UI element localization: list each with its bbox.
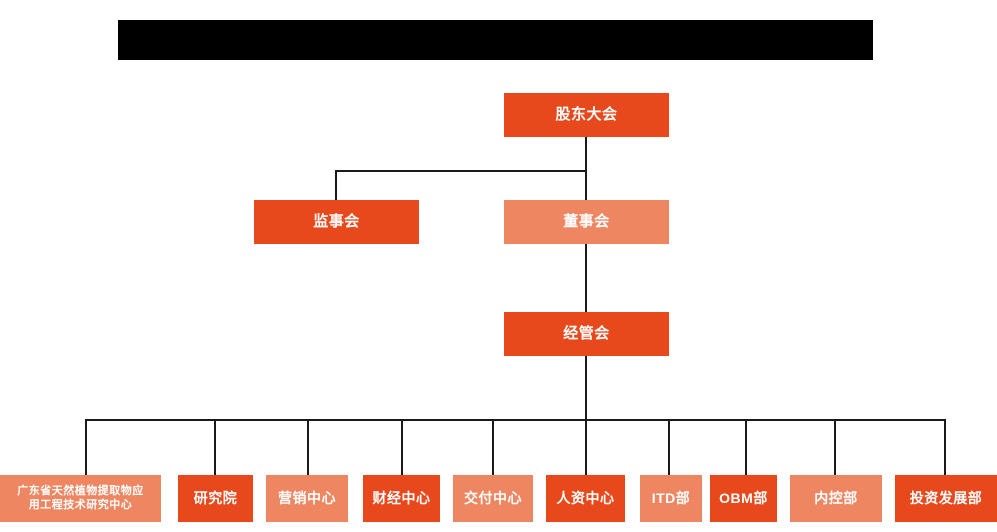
node-research-institute[interactable]: 研究院	[178, 475, 253, 522]
node-label-hr-center: 人资中心	[556, 489, 615, 506]
node-label-investment-development-dept: 投资发展部	[909, 489, 983, 506]
node-research-center[interactable]: 广东省天然植物提取物应 用工程技术研究中心	[0, 475, 161, 522]
connector-stub-itd-dept	[668, 419, 670, 475]
node-label-research-institute: 研究院	[193, 489, 238, 506]
node-marketing-center[interactable]: 营销中心	[266, 475, 348, 522]
node-investment-development-dept[interactable]: 投资发展部	[895, 475, 997, 522]
node-internal-control-dept[interactable]: 内控部	[790, 475, 882, 522]
node-obm-dept[interactable]: OBM部	[710, 475, 777, 522]
node-label-delivery-center: 交付中心	[464, 489, 522, 506]
node-label-finance-center: 财经中心	[372, 489, 431, 506]
node-label-management: 经管会	[563, 324, 610, 342]
node-management[interactable]: 经管会	[504, 312, 669, 356]
node-directors[interactable]: 董事会	[504, 200, 669, 244]
node-itd-dept[interactable]: ITD部	[640, 475, 702, 522]
node-finance-center[interactable]: 财经中心	[363, 475, 440, 522]
node-supervisors[interactable]: 监事会	[254, 200, 419, 244]
connector-management-down	[585, 356, 587, 420]
node-label-research-center-line2: 用工程技术研究中心	[28, 498, 133, 511]
node-label-supervisors: 监事会	[313, 212, 360, 230]
connector-stub-investment-development-dept	[944, 419, 946, 475]
connector-stub-internal-control-dept	[834, 419, 836, 475]
node-label-research-center-line1: 广东省天然植物提取物应	[17, 484, 144, 497]
connector-stub-research-institute	[214, 419, 216, 475]
connector-to-supervisors	[335, 170, 337, 200]
connector-stub-delivery-center	[492, 419, 494, 475]
connector-directors-to-management	[585, 243, 587, 312]
connector-to-directors	[585, 170, 587, 200]
connector-stub-finance-center	[401, 419, 403, 475]
redacted-title-bar	[118, 20, 873, 60]
node-shareholders[interactable]: 股东大会	[504, 93, 669, 137]
node-hr-center[interactable]: 人资中心	[546, 475, 625, 522]
connector-shareholders-down	[585, 137, 587, 172]
node-label-internal-control-dept: 内控部	[814, 489, 858, 506]
connector-stub-obm-dept	[745, 419, 747, 475]
node-label-obm-dept: OBM部	[719, 489, 768, 506]
node-label-marketing-center: 营销中心	[278, 489, 336, 506]
connector-stub-research-center	[85, 419, 87, 475]
connector-departments-bus	[85, 419, 945, 421]
connector-level2-bus	[335, 170, 586, 172]
connector-stub-hr-center	[585, 419, 587, 475]
node-label-shareholders: 股东大会	[555, 105, 618, 123]
node-label-directors: 董事会	[563, 212, 610, 230]
node-delivery-center[interactable]: 交付中心	[453, 475, 533, 522]
node-label-itd-dept: ITD部	[651, 489, 691, 506]
connector-stub-marketing-center	[307, 419, 309, 475]
